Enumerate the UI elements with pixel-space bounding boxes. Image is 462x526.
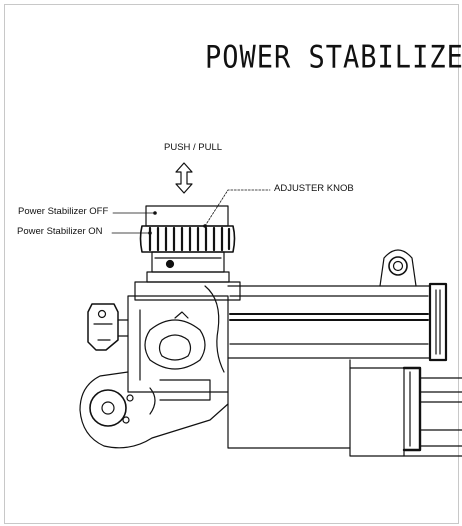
stabilizer-off-label: Power Stabilizer OFF [18,206,109,217]
adjuster-knob [139,205,236,283]
side-clip-bracket [87,303,129,351]
push-pull-arrow-icon [175,162,193,194]
valve-body [127,281,241,393]
cylinder-body [227,249,448,362]
stabilizer-on-label: Power Stabilizer ON [17,226,103,237]
reservoir-cylinder [227,359,462,457]
adjuster-knob-label: ADJUSTER KNOB [274,183,354,194]
eyelet-mount [79,371,229,449]
diagram-title: POWER STABILIZER [205,40,462,76]
push-pull-label: PUSH / PULL [164,142,223,153]
